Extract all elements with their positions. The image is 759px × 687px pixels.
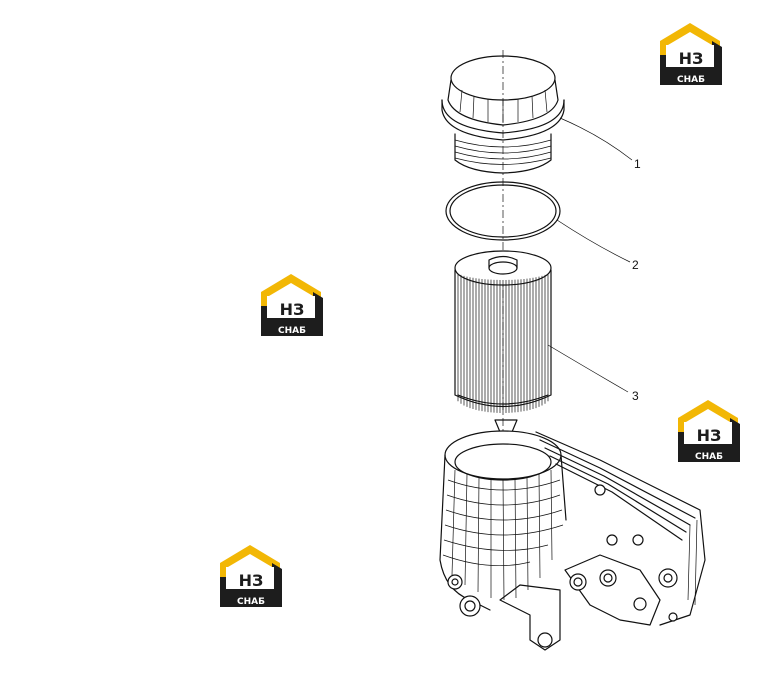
callout-lines	[547, 117, 633, 393]
callout-label-3: 3	[632, 389, 639, 403]
o-ring-seal	[445, 181, 561, 241]
logo-letters: НЗ	[697, 426, 722, 445]
watermark-logo: НЗ СНАБ	[678, 400, 740, 462]
watermark-logo: НЗ СНАБ	[220, 545, 282, 607]
logo-word: СНАБ	[677, 75, 705, 85]
filter-housing	[439, 419, 706, 651]
callout-label-2: 2	[632, 258, 639, 272]
logo-letters: НЗ	[239, 571, 264, 590]
logo-word: СНАБ	[278, 326, 306, 336]
filter-cap	[441, 50, 565, 440]
logo-letters: НЗ	[679, 49, 704, 68]
watermark-logo: НЗ СНАБ	[660, 23, 722, 85]
filter-element	[454, 250, 552, 413]
watermark-logo: НЗ СНАБ	[261, 274, 323, 336]
logo-word: СНАБ	[237, 597, 265, 607]
logo-letters: НЗ	[280, 300, 305, 319]
logo-word: СНАБ	[695, 452, 723, 462]
callout-label-1: 1	[634, 157, 641, 171]
